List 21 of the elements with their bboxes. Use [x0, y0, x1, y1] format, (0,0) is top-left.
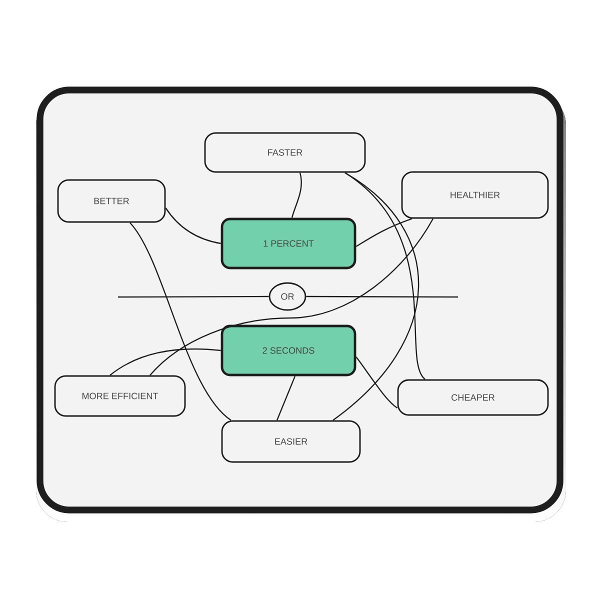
connector-line — [291, 172, 302, 218]
rounded-box: BETTER — [57, 179, 166, 223]
oval: OR — [268, 282, 306, 311]
rounded-box: CHEAPER — [397, 379, 549, 416]
connector-line — [276, 376, 296, 420]
rounded-box: HEALTHIER — [401, 171, 549, 219]
focus-box: 1 PERCENT — [220, 218, 356, 270]
focus-box: 2 SECONDS — [220, 324, 356, 376]
rounded-box: MORE EFFICIENT — [54, 375, 186, 417]
connector-line — [306, 296, 458, 298]
connector-line — [150, 218, 434, 376]
connector-line — [356, 218, 412, 247]
connector-line — [110, 348, 221, 376]
rounded-box: FASTER — [204, 132, 366, 173]
rounded-box: EASIER — [221, 420, 361, 463]
connector-line — [118, 296, 269, 298]
connector-line — [344, 172, 426, 380]
connector-line — [130, 222, 232, 421]
connector-line — [165, 208, 221, 244]
connector-line — [332, 172, 419, 421]
connector-line — [356, 356, 398, 408]
